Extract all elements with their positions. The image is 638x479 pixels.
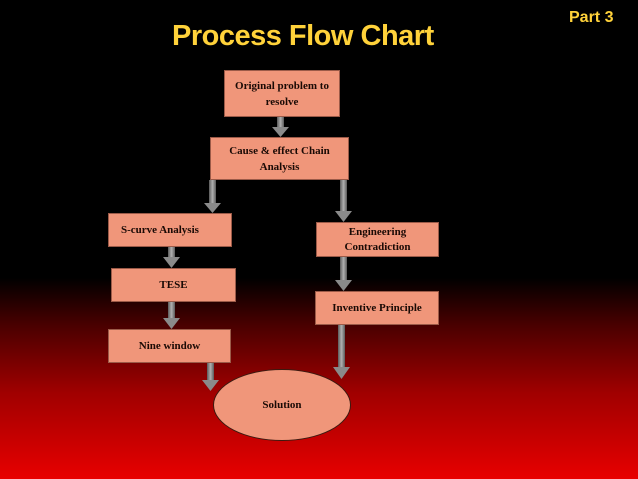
node-cause-effect-label: Cause & effect Chain Analysis [229, 144, 330, 173]
node-nine-window: Nine window [108, 329, 231, 363]
part-label: Part 3 [569, 9, 614, 26]
node-solution: Solution [213, 369, 351, 441]
arrow-scurve-to-tese [163, 247, 180, 268]
node-tese-label: TESE [159, 279, 188, 291]
arrow-nine-to-solution [202, 363, 219, 391]
node-engineering-contradiction: Engineering Contradiction [316, 222, 439, 257]
node-scurve-label: S-curve Analysis [121, 224, 199, 236]
arrow-cause-to-scurve [204, 180, 221, 213]
node-tese: TESE [111, 268, 236, 302]
node-inventive-label: Inventive Principle [332, 302, 422, 314]
node-cause-effect: Cause & effect Chain Analysis [210, 137, 349, 180]
node-inventive-principle: Inventive Principle [315, 291, 439, 325]
node-original-problem-label: Original problem to resolve [235, 79, 329, 108]
node-nine-window-label: Nine window [138, 340, 201, 352]
arrow-engineering-to-inventive [335, 257, 352, 291]
node-engineering-label: Engineering Contradiction [344, 225, 411, 253]
slide-title: Process Flow Chart [172, 20, 434, 52]
arrow-original-to-cause [272, 117, 289, 137]
node-scurve: S-curve Analysis [108, 213, 232, 247]
node-solution-label: Solution [262, 399, 302, 411]
arrow-inventive-to-solution [333, 325, 350, 379]
arrow-tese-to-nine [163, 302, 180, 329]
arrow-cause-to-engineering [335, 180, 352, 222]
node-original-problem: Original problem to resolve [224, 70, 340, 117]
